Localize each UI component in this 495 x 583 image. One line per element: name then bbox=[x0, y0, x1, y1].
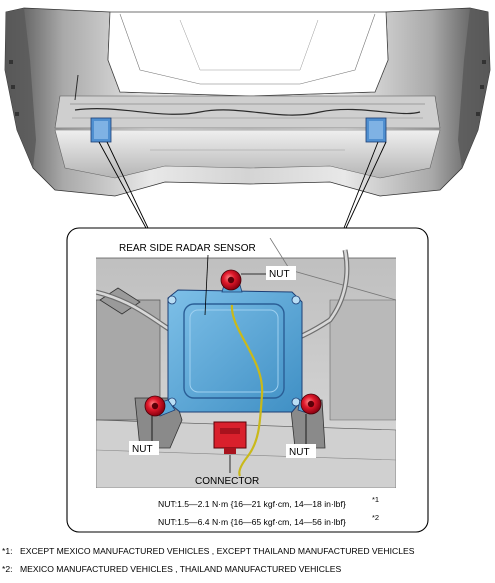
nut-top-label-bg bbox=[266, 266, 296, 280]
footnote-1: *1: EXCEPT MEXICO MANUFACTURED VEHICLES … bbox=[2, 546, 415, 556]
sensor-harness bbox=[230, 304, 264, 477]
svg-text:NUT:1.5—6.4 N·m {16—65 kgf·cm,: NUT:1.5—6.4 N·m {16—65 kgf·cm, 14—56 in·… bbox=[158, 517, 346, 527]
label-connector: CONNECTOR bbox=[195, 476, 259, 487]
torque-spec-1: NUT:1.5—2.1 N·m {16—21 kgf·cm, 14—18 in·… bbox=[158, 495, 379, 509]
footnote-2: *2: MEXICO MANUFACTURED VEHICLES , THAIL… bbox=[2, 564, 341, 574]
label-nut-top: NUT bbox=[269, 269, 290, 280]
nut-top bbox=[220, 269, 242, 291]
label-nut-left: NUT bbox=[132, 444, 153, 455]
svg-text:NUT:1.5—2.1 N·m {16—21 kgf·cm,: NUT:1.5—2.1 N·m {16—21 kgf·cm, 14—18 in·… bbox=[158, 499, 346, 509]
svg-text:*2: *2 bbox=[372, 513, 379, 522]
torque-spec-2: NUT:1.5—6.4 N·m {16—65 kgf·cm, 14—56 in·… bbox=[158, 513, 379, 527]
label-leader-lines bbox=[151, 254, 307, 473]
nut-right-label-bg bbox=[286, 444, 316, 458]
left-radar-sensor-location bbox=[90, 117, 112, 143]
svg-text:*2:: *2: bbox=[2, 564, 13, 574]
sensor-connector bbox=[213, 421, 247, 454]
label-nut-right: NUT bbox=[289, 447, 310, 458]
nut-left-label-bg bbox=[129, 441, 159, 455]
nut-left bbox=[144, 395, 166, 417]
svg-text:*1:: *1: bbox=[2, 546, 13, 556]
right-radar-sensor-location bbox=[365, 117, 387, 143]
svg-text:*1: *1 bbox=[372, 495, 379, 504]
label-rear-side-radar-sensor: REAR SIDE RADAR SENSOR bbox=[119, 243, 256, 254]
rear-bumper-assembly bbox=[4, 7, 491, 197]
rear-side-radar-sensor bbox=[154, 277, 313, 417]
nut-right bbox=[300, 393, 322, 415]
svg-text:EXCEPT MEXICO MANUFACTURED VEH: EXCEPT MEXICO MANUFACTURED VEHICLES , EX… bbox=[20, 546, 415, 556]
svg-text:MEXICO MANUFACTURED VEHICLES ,: MEXICO MANUFACTURED VEHICLES , THAILAND … bbox=[20, 564, 341, 574]
